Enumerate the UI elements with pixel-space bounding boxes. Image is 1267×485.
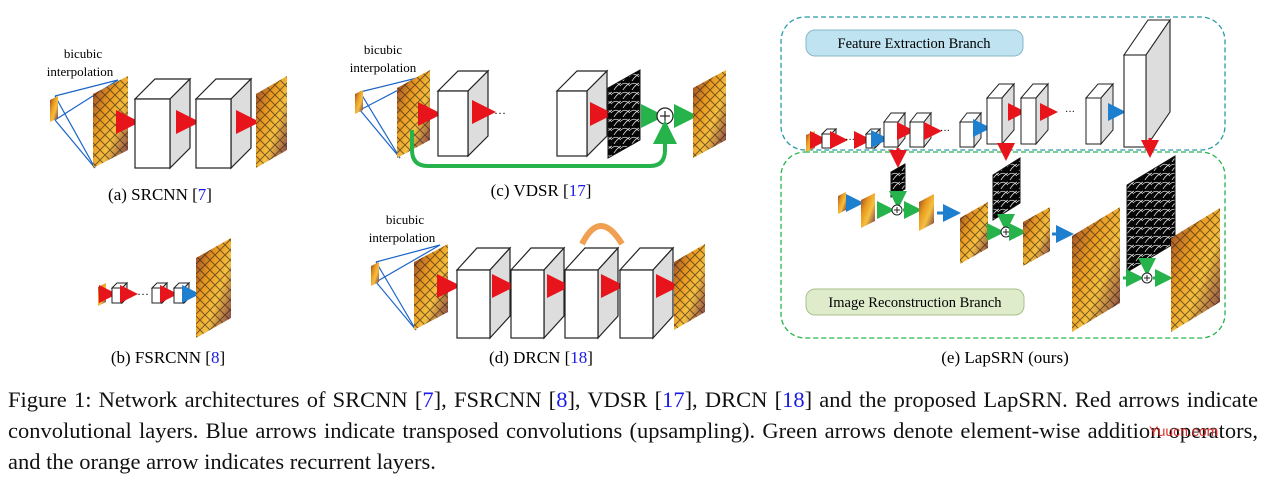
lr-image-thumbnail (806, 131, 815, 152)
conv-block (820, 127, 838, 150)
conv-block (985, 82, 1016, 146)
panel-a-caption: (a) SRCNN [7] (108, 185, 212, 204)
panel-d-caption: (d) DRCN [18] (489, 348, 593, 367)
conv-block (509, 246, 566, 340)
output-hr-image (693, 70, 726, 158)
conv-block (958, 111, 983, 149)
output-hr-image (674, 244, 705, 330)
watermark: Yuucn.com (1149, 423, 1219, 439)
panel-b-fsrcnn: ··· (b) FSRCNN [8] (98, 238, 231, 367)
network-architecture-figure: bicubic interpolation (a) SRCNN [7] (47, 16, 1226, 367)
ellipsis: ··· (494, 106, 506, 120)
image-texture (1072, 207, 1120, 332)
addition-operator (1141, 272, 1153, 284)
label-bicubic: bicubic (64, 46, 102, 61)
conv-block (133, 77, 192, 170)
lr-image-thumbnail (98, 283, 106, 306)
panel-b-caption: (b) FSRCNN [8] (111, 348, 225, 367)
upscaled-input-image (414, 244, 448, 330)
caption-text: ], VDSR [ (567, 387, 663, 412)
recurrent-arrow (579, 223, 625, 246)
label-interpolation: interpolation (350, 60, 417, 75)
conv-block (1122, 18, 1172, 149)
panel-a-srcnn: bicubic interpolation (a) SRCNN [7] (47, 46, 287, 204)
conv-block (618, 246, 675, 340)
image-texture (1023, 207, 1050, 266)
citation-link[interactable]: 18 (782, 387, 805, 412)
conv-block (882, 111, 907, 149)
lr-image-thumbnail (355, 90, 363, 114)
ellipsis: ··· (845, 135, 855, 146)
intermediate-hr-image (919, 194, 934, 231)
ellipsis: ··· (1065, 107, 1075, 118)
panel-e-caption: (e) LapSRN (ours) (941, 348, 1068, 367)
recon-branch-label-box (805, 288, 1025, 316)
conv-block (563, 246, 620, 340)
upscaled-input-image (93, 76, 128, 168)
label-interpolation: interpolation (47, 64, 114, 79)
output-hr-image (196, 238, 231, 338)
addition-operator (656, 107, 674, 125)
residual-image (607, 69, 641, 159)
citation-link[interactable]: 8 (556, 387, 568, 412)
recon-branch-label: Image Reconstruction Branch (828, 295, 1002, 311)
lr-image-thumbnail (371, 262, 379, 286)
lr-image-thumbnail (50, 96, 58, 122)
conv-block (1019, 82, 1050, 146)
conv-block (455, 246, 512, 340)
panel-c-vdsr: bicubic interpolation ··· (350, 42, 726, 200)
upscaled-input-image (397, 70, 430, 158)
caption-text: Figure 1: Network architectures of SRCNN… (8, 387, 423, 412)
label-bicubic: bicubic (364, 42, 402, 57)
output-hr-image (256, 76, 287, 168)
citation-link[interactable]: 17 (662, 387, 685, 412)
figure-caption: Figure 1: Network architectures of SRCNN… (8, 384, 1258, 477)
residual-image (992, 157, 1021, 221)
residual-image (1126, 155, 1176, 273)
conv-block (436, 69, 490, 158)
lr-image-thumbnail (838, 192, 846, 214)
addition-operator (891, 204, 903, 216)
interpolation-lines (375, 244, 441, 331)
panel-d-drcn: bicubic interpolation (d) DRCN [18] (369, 212, 705, 367)
panel-c-caption: (c) VDSR [17] (491, 181, 592, 200)
feature-branch-label: Feature Extraction Branch (838, 36, 992, 52)
feature-branch-label-box (805, 29, 1024, 57)
ellipsis: ··· (137, 287, 149, 301)
upsampled-image (861, 193, 875, 228)
addition-operator (1000, 226, 1012, 238)
caption-text: ], FSRCNN [ (433, 387, 557, 412)
image-texture (960, 202, 988, 264)
label-interpolation: interpolation (369, 230, 436, 245)
conv-block (1084, 82, 1115, 146)
ellipsis: ··· (940, 126, 950, 137)
skip-connection-arrow (410, 120, 677, 168)
label-bicubic: bicubic (386, 212, 424, 227)
conv-block (908, 111, 933, 149)
residual-image (890, 163, 906, 198)
caption-text: ] and the proposed LapSRN. Red arrows in… (8, 387, 1259, 474)
image-texture (1171, 208, 1220, 332)
citation-link[interactable]: 7 (422, 387, 434, 412)
caption-text: ], DRCN [ (684, 387, 783, 412)
panel-e-lapsrn: Feature Extraction Branch Image Reconstr… (780, 16, 1226, 367)
